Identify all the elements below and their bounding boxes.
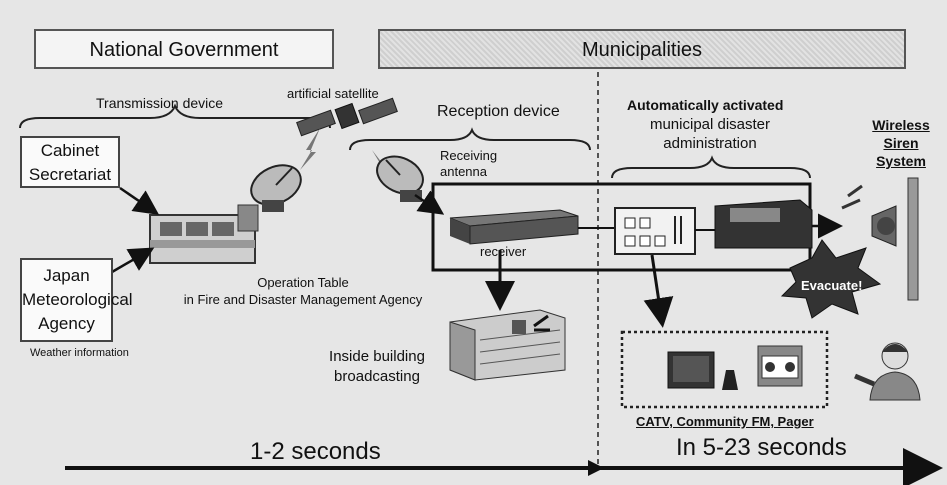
timeline-mid-arrow	[588, 460, 604, 476]
catv-box	[620, 330, 829, 409]
timeline-right-label: In 5-23 seconds	[676, 434, 847, 461]
radio-icon	[757, 345, 803, 387]
operation-table-line-1: Operation Table	[257, 275, 349, 290]
evacuate-burst-icon	[780, 239, 882, 319]
operation-table-label: Operation Table in Fire and Disaster Man…	[158, 274, 448, 308]
jma-line-2: Meteorological	[22, 290, 133, 309]
national-government-header: National Government	[34, 29, 334, 69]
transmitting-dish-icon	[250, 164, 302, 212]
wireless-siren-line-1: Wireless	[872, 117, 930, 133]
jma-line-1: Japan	[43, 266, 90, 285]
municipal-console-icon	[714, 199, 813, 249]
operation-table-line-2: in Fire and Disaster Management Agency	[183, 292, 423, 307]
siren-icon	[841, 177, 919, 301]
cabinet-line-1: Cabinet	[40, 141, 100, 160]
signal-down-icon	[372, 150, 396, 188]
municipal-admin-label: municipal disaster administration	[620, 115, 800, 153]
cabinet-line-2: Secretariat	[28, 165, 112, 184]
cabinet-secretariat-box: Cabinet Secretariat	[20, 136, 120, 188]
satellite-icon	[296, 97, 398, 137]
receiving-antenna-line-2: antenna	[440, 164, 487, 179]
signal-up-icon	[300, 128, 320, 170]
reception-device-label: Reception device	[437, 103, 560, 120]
satellite-label: artificial satellite	[287, 86, 379, 101]
inside-building-line-2: broadcasting	[334, 368, 420, 385]
weather-information-label: Weather information	[30, 347, 129, 359]
jma-line-3: Agency	[38, 314, 95, 333]
auto-activated-label: Automatically activated	[627, 97, 784, 113]
building-icon	[449, 309, 566, 381]
arrow-cabinet-to-console	[119, 186, 160, 215]
receiving-dish-icon	[376, 155, 424, 202]
inside-building-line-1: Inside building	[329, 348, 425, 365]
person-icon	[854, 342, 921, 401]
receiver-device-icon	[449, 209, 579, 245]
municipal-admin-line-1: municipal disaster	[649, 116, 771, 133]
evacuate-label: Evacuate!	[801, 278, 863, 293]
brace-reception	[349, 127, 591, 151]
arrow-to-catv	[643, 254, 674, 328]
transmission-device-label: Transmission device	[96, 95, 224, 111]
municipalities-header: Municipalities	[378, 29, 906, 69]
inside-building-label: Inside building broadcasting	[318, 347, 436, 387]
tv-icon	[667, 351, 715, 389]
wireless-siren-label: Wireless Siren System	[862, 116, 940, 170]
receiver-label: receiver	[480, 244, 527, 259]
jma-box: Japan Meteorological Agency	[20, 258, 133, 342]
arrow-dish-to-receiver	[414, 190, 445, 215]
wireless-siren-line-2: Siren	[883, 135, 919, 151]
receiving-antenna-line-1: Receiving	[440, 148, 498, 163]
arrow-jma-to-console	[111, 247, 155, 274]
brace-municipal	[611, 155, 811, 179]
pager-icon	[722, 370, 738, 390]
catv-label: CATV, Community FM, Pager	[636, 414, 814, 429]
timeline-left-label: 1-2 seconds	[250, 438, 381, 465]
wireless-siren-line-3: System	[876, 153, 926, 169]
municipal-admin-line-2: administration	[663, 135, 757, 152]
operation-table-icon	[149, 204, 259, 264]
receiving-antenna-label: Receiving antenna	[440, 148, 497, 180]
municipal-device-icon	[614, 207, 696, 255]
